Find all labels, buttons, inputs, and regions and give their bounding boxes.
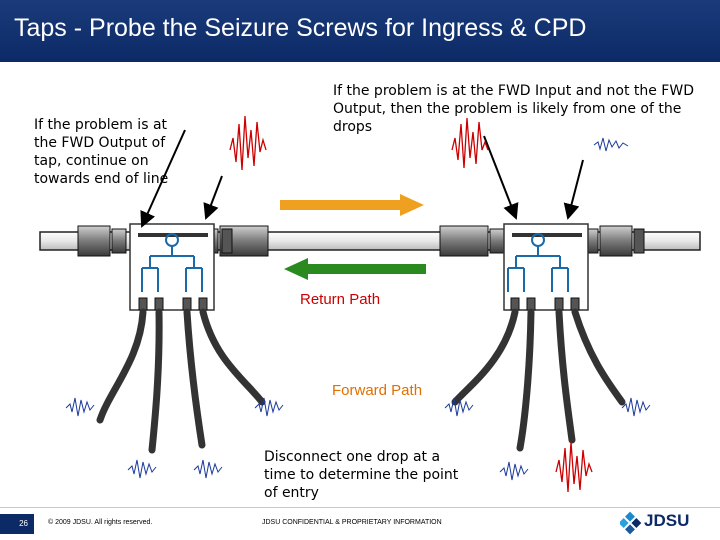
- forward-path-label: Forward Path: [332, 382, 423, 399]
- tap-right: [503, 223, 589, 311]
- tap-left: [129, 223, 215, 311]
- note-fwd-output: If the problem is at the FWD Output of t…: [34, 117, 169, 187]
- drop-cables-left: [96, 308, 266, 454]
- jdsu-logo-icon: [620, 511, 642, 535]
- logo-text: JDSU: [644, 511, 690, 530]
- note-fwd-input: If the problem is at the FWD Input and n…: [333, 83, 694, 135]
- page-number-text: 26: [19, 519, 28, 528]
- noise-signals: [65, 137, 651, 481]
- copyright-text: © 2009 JDSU. All rights reserved.: [48, 519, 153, 526]
- ingress-signals: [229, 115, 593, 493]
- return-path-label: Return Path: [300, 291, 381, 308]
- drop-cables-right: [451, 308, 626, 452]
- connectors-right: [439, 225, 645, 257]
- title-bar: Taps - Probe the Seizure Screws for Ingr…: [0, 0, 720, 62]
- note-disconnect-drop: Disconnect one drop at a time to determi…: [264, 449, 459, 501]
- pointer-arrows: [140, 129, 584, 228]
- return-arrow: [284, 258, 426, 280]
- slide-title: Taps - Probe the Seizure Screws for Ingr…: [14, 14, 587, 42]
- confidential-text: JDSU CONFIDENTIAL & PROPRIETARY INFORMAT…: [262, 519, 442, 526]
- footer-divider: [0, 507, 720, 508]
- forward-arrow: [280, 194, 424, 216]
- page-number: 26: [0, 514, 34, 534]
